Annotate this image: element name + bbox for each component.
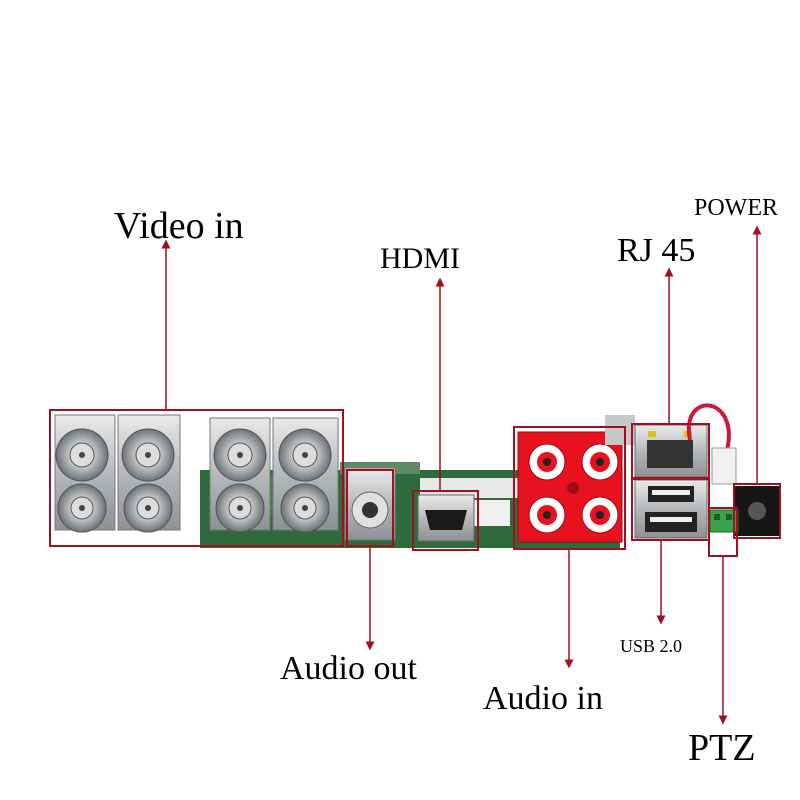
hdmi-port: [417, 494, 475, 542]
label-video-in: Video in: [114, 205, 244, 247]
bnc-connector-block: [54, 414, 339, 533]
label-power: POWER: [694, 195, 778, 221]
label-rj45: RJ 45: [617, 232, 696, 269]
label-usb: USB 2.0: [620, 636, 683, 656]
label-audio-in: Audio in: [483, 680, 603, 717]
label-hdmi: HDMI: [380, 242, 460, 275]
power-connector: [686, 403, 779, 536]
label-ptz: PTZ: [688, 727, 756, 769]
box-video-in: [49, 409, 344, 547]
usb-ports: [634, 479, 708, 539]
bnc-jack: [55, 428, 332, 533]
label-audio-out: Audio out: [280, 650, 417, 687]
box-hdmi: [412, 490, 479, 551]
rj45-port: [605, 415, 708, 478]
callout-arrows: [161, 225, 762, 725]
rca-audio-in-block: [517, 431, 623, 543]
audio-out-jack: [344, 467, 396, 541]
